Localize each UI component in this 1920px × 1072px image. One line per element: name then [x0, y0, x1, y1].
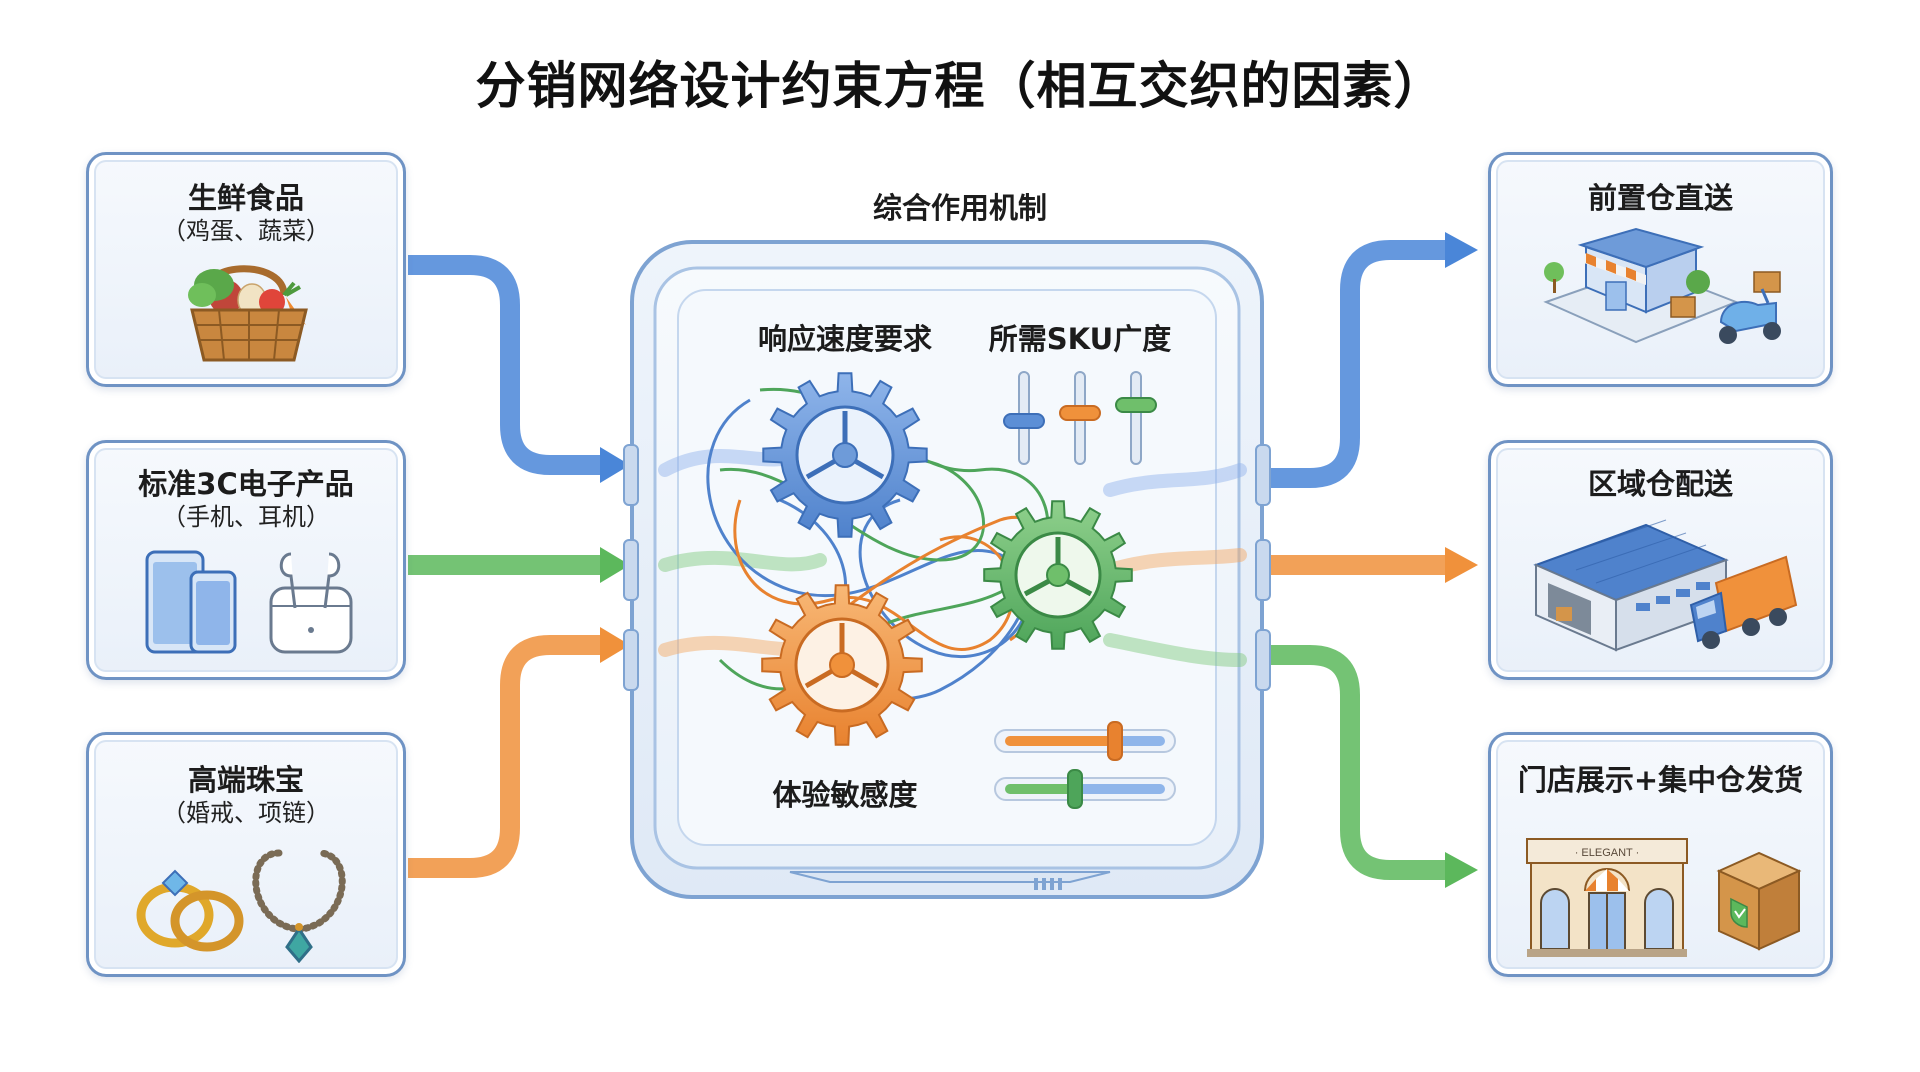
output-arrows: [1265, 232, 1478, 888]
product-examples: （婚戒、项链）: [162, 799, 330, 827]
arrowhead-fresh-food: [600, 447, 630, 483]
store-scooter-icon: [1543, 227, 1781, 344]
boutique-box-icon: · ELEGANT ·: [1526, 838, 1802, 957]
arrow-jewelry: [408, 635, 600, 878]
factor-experience-sensitivity: 体验敏感度: [772, 778, 918, 812]
gear-green-icon: [983, 500, 1133, 650]
arrowhead-electronics: [600, 547, 630, 583]
slider-handle-green: [1115, 397, 1157, 413]
page-title: 分销网络设计约束方程（相互交织的因素）: [475, 57, 1445, 115]
warehouse-truck-icon: [1533, 519, 1798, 652]
arrowhead-regional-warehouse: [1445, 547, 1478, 583]
slider-handle-orange: [1059, 405, 1101, 421]
ring-necklace-icon: [136, 849, 346, 963]
factor-response-speed: 响应速度要求: [757, 322, 932, 356]
phone-earbuds-icon: [145, 550, 353, 654]
basket-icon: [188, 265, 308, 362]
arrow-front-warehouse: [1265, 240, 1445, 488]
gear-blue-icon: [762, 372, 928, 538]
channel-name: 前置仓直送: [1587, 181, 1733, 215]
product-card-fresh-food: 生鲜食品 （鸡蛋、蔬菜）: [86, 152, 406, 387]
mechanism-title: 综合作用机制: [872, 191, 1047, 225]
product-name: 标准3C电子产品: [138, 467, 354, 501]
experience-sliders: [994, 721, 1176, 809]
product-name: 生鲜食品: [187, 181, 304, 215]
sku-sliders: [1003, 371, 1157, 465]
arrowhead-jewelry: [600, 627, 630, 663]
input-arrows: [395, 252, 630, 878]
store-sign: · ELEGANT ·: [1575, 847, 1640, 859]
arrow-store-display: [1265, 645, 1445, 880]
channel-card-store-display: 门店展示+集中仓发货 · ELEGANT ·: [1488, 732, 1833, 977]
product-examples: （鸡蛋、蔬菜）: [162, 217, 330, 245]
arrowhead-store-display: [1445, 852, 1478, 888]
arrowhead-front-warehouse: [1445, 232, 1478, 268]
product-card-jewelry: 高端珠宝 （婚戒、项链）: [86, 732, 406, 977]
slider-handle-orange-h: [1107, 721, 1123, 761]
product-card-electronics: 标准3C电子产品 （手机、耳机）: [86, 440, 406, 680]
slider-handle-blue: [1003, 413, 1045, 429]
product-name: 高端珠宝: [187, 763, 304, 797]
factor-sku-breadth: 所需SKU广度: [988, 322, 1172, 356]
arrow-fresh-food: [408, 255, 600, 475]
channel-card-front-warehouse: 前置仓直送: [1488, 152, 1833, 387]
channel-name: 区域仓配送: [1587, 467, 1733, 501]
channel-card-regional-warehouse: 区域仓配送: [1488, 440, 1833, 680]
gear-orange-icon: [761, 584, 923, 746]
channel-name: 门店展示+集中仓发货: [1517, 763, 1804, 797]
slider-handle-green-h: [1067, 769, 1083, 809]
product-examples: （手机、耳机）: [162, 503, 330, 531]
